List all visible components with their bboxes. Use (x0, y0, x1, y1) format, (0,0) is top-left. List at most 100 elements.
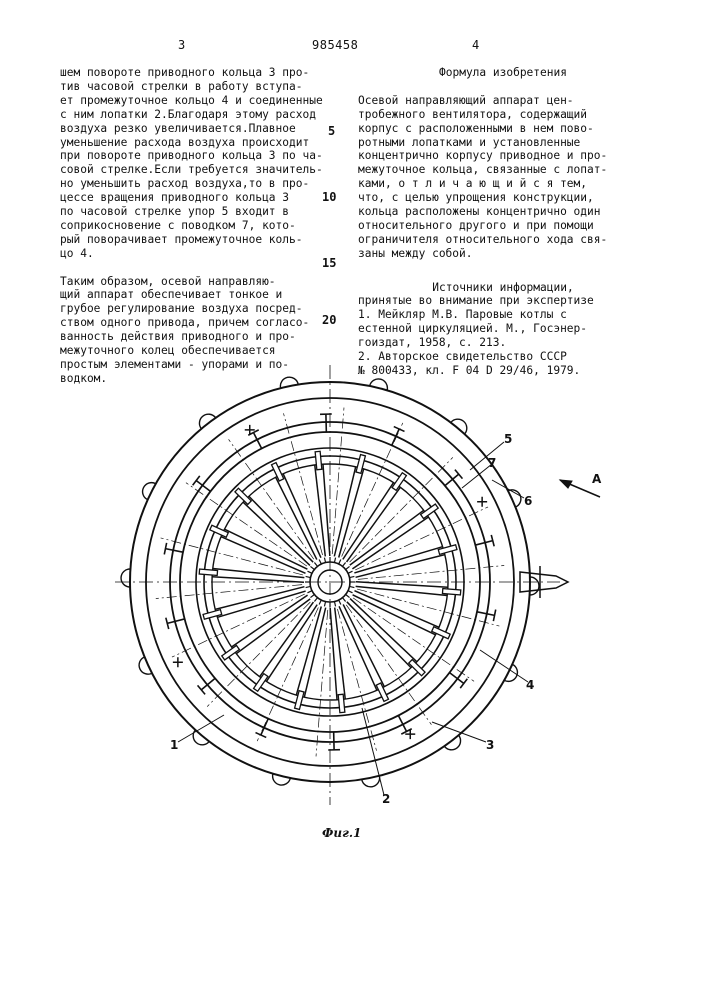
hub-tooth (342, 598, 345, 602)
claim-line: заны между собой. (358, 247, 648, 261)
blade-lever (338, 694, 345, 712)
pivot-mark (477, 497, 487, 507)
left-column-line: цессе вращения приводного кольца 3 (60, 191, 350, 205)
blade-lever (438, 545, 457, 555)
hub-tooth (307, 591, 312, 593)
sources-title: Источники информации, (358, 281, 648, 295)
claim-line: межуточное кольца, связанные с лопат- (358, 163, 648, 177)
hub-tooth (334, 558, 335, 563)
blade-axis (358, 565, 504, 579)
claim-line: ками, о т л и ч а ю щ и й с я тем, (358, 177, 648, 191)
hub-tooth (306, 576, 311, 577)
source-line: естенной циркуляцией. М., Госэнер- (358, 322, 648, 336)
ring-lug-head (460, 679, 467, 688)
label-7: 7 (488, 456, 496, 470)
blade-edge (304, 608, 325, 698)
hub-tooth (306, 586, 311, 587)
hub-tooth (346, 594, 350, 597)
hub-tooth (349, 576, 354, 577)
claim-line: кольца расположены концентрично один (358, 205, 648, 219)
blade-edge (354, 547, 442, 573)
blade-edge (266, 605, 317, 682)
left-column-line: ством одного привода, причем согласо- (60, 316, 350, 330)
page-number-right: 4 (472, 38, 480, 52)
left-column-line: совой стрелке.Если требуется значитель- (60, 163, 350, 177)
source-line: 1. Мейкляр М.В. Паровые котлы с (358, 308, 648, 322)
hub-tooth (339, 600, 341, 605)
blade-edge (213, 568, 305, 577)
blade-edge (217, 591, 305, 617)
blade-axis (316, 610, 328, 757)
blade-axis (332, 408, 344, 555)
hub-tooth (314, 562, 317, 566)
left-column-line: шем повороте приводного кольца 3 про- (60, 66, 350, 80)
left-column-line: с ним лопатки 2.Благодаря этому расход (60, 108, 350, 122)
left-column-line: грубое регулирование воздуха посред- (60, 302, 350, 316)
line-number-10: 10 (322, 190, 336, 204)
blade-edge (356, 582, 448, 588)
left-text-column: шем повороте приводного кольца 3 про-тив… (60, 66, 350, 386)
hub-tooth (319, 559, 321, 564)
blade-lever (315, 451, 322, 469)
claims-title: Формула изобретения (358, 66, 648, 80)
blade-edge (224, 529, 307, 569)
left-column-line: соприкосновение с поводком 7, кото- (60, 219, 350, 233)
hub-tooth (348, 571, 353, 573)
claim-line: относительного другого и при помощи (358, 219, 648, 233)
blade-lever (199, 569, 217, 575)
ring-lug-head (193, 476, 200, 485)
blade-axis (207, 602, 310, 707)
casing-boss (530, 577, 539, 595)
hub-tooth (310, 594, 314, 597)
technical-drawing (0, 340, 707, 860)
hub-tooth (342, 562, 345, 566)
label-3: 3 (486, 738, 494, 752)
line-number-15: 15 (322, 256, 336, 270)
blade-edge (334, 467, 355, 557)
left-column-line: по часовой стрелке упор 5 входит в (60, 205, 350, 219)
hub-tooth (339, 559, 341, 564)
label-1: 1 (170, 738, 178, 752)
hub-tooth (310, 566, 314, 569)
pivot-mark (173, 657, 183, 667)
claim-line: ротными лопатками и установленные (358, 136, 648, 150)
left-column-line: ет промежуточное кольцо 4 и соединенные (60, 94, 350, 108)
left-column-line: Таким образом, осевой направляю- (60, 275, 350, 289)
left-column-line (60, 261, 350, 275)
blade-axis (350, 457, 453, 562)
label-a: A (592, 472, 601, 486)
hub-tooth (324, 601, 325, 606)
line-number-20: 20 (322, 313, 336, 327)
blade-edge (350, 510, 424, 565)
left-column-line: щий аппарат обеспечивает тонкое и (60, 288, 350, 302)
hub-tooth (348, 591, 353, 593)
claim-line: что, с целью упрощения конструкции, (358, 191, 648, 205)
hub-tooth (319, 600, 321, 605)
hub-tooth (307, 571, 312, 573)
right-text-column: Формула изобретения Осевой направляющий … (358, 66, 648, 378)
blade-edge (343, 604, 384, 686)
page-number-left: 3 (178, 38, 186, 52)
blade-edge (356, 586, 448, 595)
blade-axis (156, 585, 302, 599)
blade-lever (203, 610, 222, 620)
blade-edge (212, 577, 304, 583)
left-column-line: но уменьшить расход воздуха,то в про- (60, 177, 350, 191)
left-column-line: рый поворачивает промежуточное коль- (60, 233, 350, 247)
casing-boss (121, 569, 130, 587)
blade-edge (236, 599, 310, 654)
hub-tooth (334, 601, 335, 606)
claim-line: ограничителя относительного хода свя- (358, 233, 648, 247)
claim-line: Осевой направляющий аппарат цен- (358, 94, 648, 108)
claim-line: корпус с расположенными в нем пово- (358, 122, 648, 136)
document-number: 985458 (312, 38, 358, 52)
label-2: 2 (382, 792, 390, 806)
claim-line: концентрично корпусу приводное и про- (358, 149, 648, 163)
hub-tooth (349, 586, 354, 587)
blade-edge (353, 595, 436, 635)
left-column-line: цо 4. (60, 247, 350, 261)
hub-tooth (314, 598, 317, 602)
left-column-line: воздуха резко увеличивается.Плавное (60, 122, 350, 136)
sources-subtitle: принятые во внимание при экспертизе (358, 294, 648, 308)
claims-text: Осевой направляющий аппарат цен-тробежно… (358, 94, 648, 261)
